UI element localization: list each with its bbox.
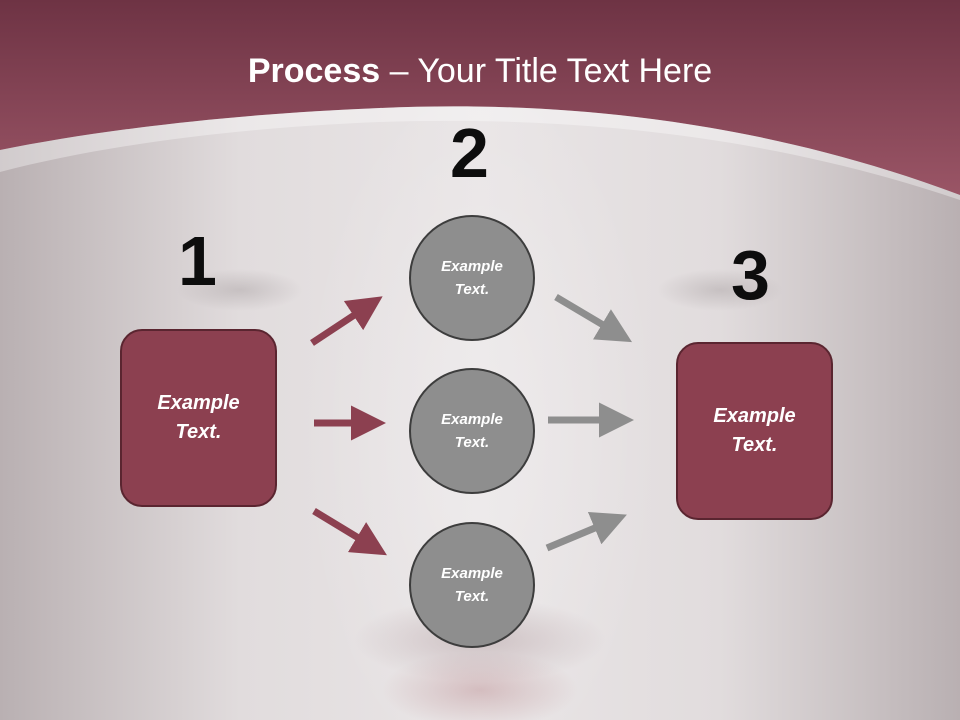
step-1-box: Example Text. (120, 329, 277, 507)
step-number-3: 3 (731, 236, 770, 314)
step-1-text: Example Text. (157, 392, 240, 443)
circle-bottom: Example Text. (409, 522, 535, 648)
arrow-1-to-bottom (312, 508, 387, 556)
arrow-bottom-to-3 (545, 511, 627, 552)
circle-middle-text: Example Text. (441, 411, 503, 451)
header-banner (0, 0, 960, 200)
circle-bottom-text: Example Text. (441, 565, 503, 605)
step-number-1: 1 (178, 222, 217, 300)
title-bold: Process (247, 52, 381, 90)
step-number-2: 2 (450, 114, 489, 192)
arrow-top-to-3 (554, 293, 633, 343)
circle-top: Example Text. (409, 215, 535, 341)
page-title: Process – Your Title Text Here (0, 52, 960, 91)
step-3-box: Example Text. (676, 342, 833, 520)
title-rest: – Your Title Text Here (380, 52, 713, 90)
arrow-1-to-top (310, 296, 383, 346)
circle-middle: Example Text. (409, 368, 535, 494)
step-3-text: Example Text. (713, 405, 796, 456)
circle-top-text: Example Text. (441, 258, 503, 298)
